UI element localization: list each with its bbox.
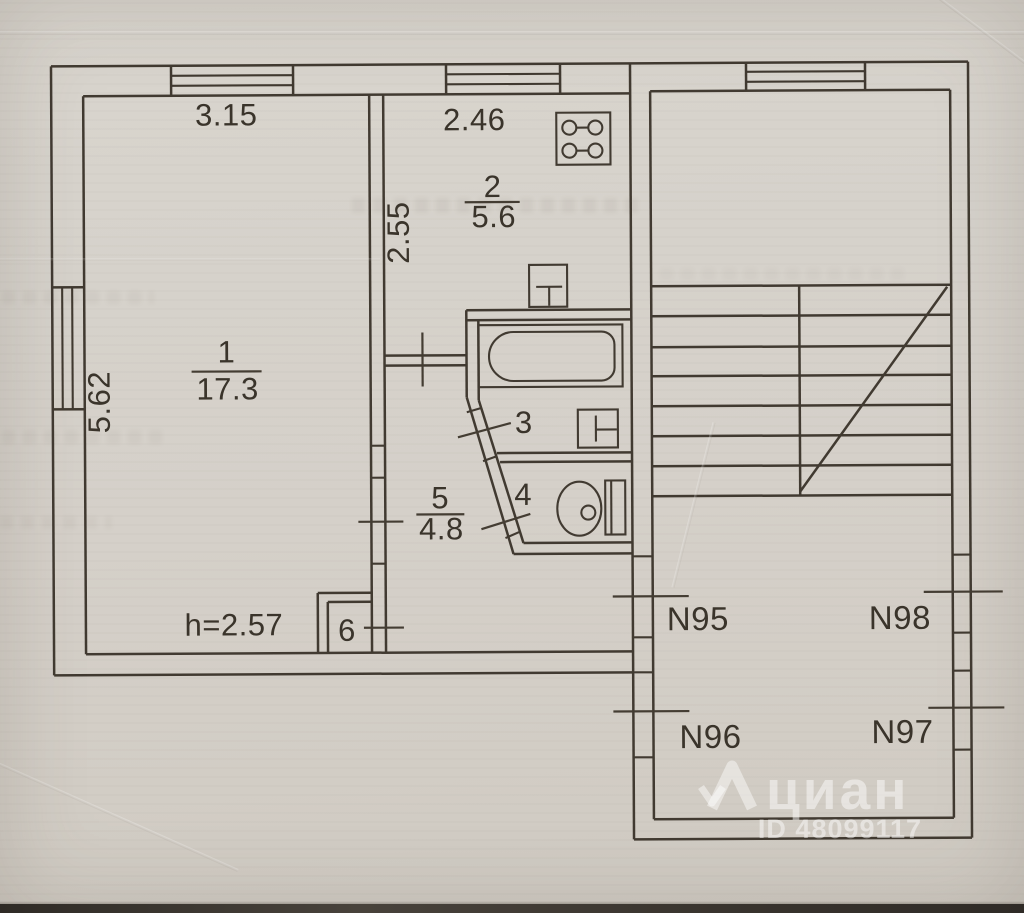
apartment-outer-walls: [49, 60, 968, 677]
washbasin-icon: [576, 408, 620, 449]
unit-n96-label: N96: [679, 718, 741, 755]
cian-logo-icon-small: [698, 785, 726, 807]
room4-number: 4: [514, 477, 532, 512]
room5-area: 4.8: [419, 511, 464, 546]
stove-icon: [555, 111, 612, 166]
watermark: циан ID 48099117: [698, 759, 922, 844]
room1-area: 17.3: [196, 371, 259, 406]
unit-n97-label: N97: [871, 713, 933, 750]
dimension-labels: 3.15 2.46 5.62 2.55 h=2.57: [82, 97, 506, 643]
unit-door-labels: N95 N96 N98 N97: [667, 599, 934, 755]
window-kitchen-icon: [444, 63, 562, 95]
dim-top-room1: 3.15: [195, 97, 258, 132]
interior-wall: [358, 94, 404, 653]
room1-number: 1: [218, 334, 236, 369]
room3-number: 3: [515, 405, 533, 440]
kitchen-sink-icon: [527, 263, 569, 308]
dim-top-kitchen: 2.46: [443, 102, 506, 137]
photo-edge: [0, 904, 1024, 913]
bathtub-icon: [477, 323, 624, 389]
dim-left: 5.62: [82, 371, 117, 434]
room2-area: 5.6: [471, 199, 516, 234]
dim-kitchen-side: 2.55: [381, 201, 416, 264]
room5-number: 5: [431, 480, 449, 515]
kitchen-hall-wall: [384, 332, 467, 387]
window-stairwell-icon: [744, 62, 867, 91]
cian-logo-icon: [707, 760, 757, 811]
room2-number: 2: [484, 169, 502, 204]
unit-n98-label: N98: [869, 599, 931, 636]
window-left-icon: [52, 285, 85, 411]
watermark-brand: циан: [766, 759, 909, 821]
bathroom-walls: [457, 308, 633, 556]
unit-n95-label: N95: [667, 600, 729, 637]
closet-walls: [316, 591, 372, 654]
stairwell-walls: [612, 61, 1005, 841]
window-room1-icon: [169, 65, 295, 96]
toilet-icon: [556, 479, 627, 537]
staircase: [651, 283, 953, 498]
photo-edge-shadow: [0, 901, 1024, 905]
ceiling-height-note: h=2.57: [184, 607, 283, 643]
room6-number: 6: [338, 613, 356, 648]
watermark-id: ID 48099117: [758, 814, 922, 844]
room-labels: 1 17.3 2 5.6 3 4 5 4.8 6: [191, 169, 533, 648]
